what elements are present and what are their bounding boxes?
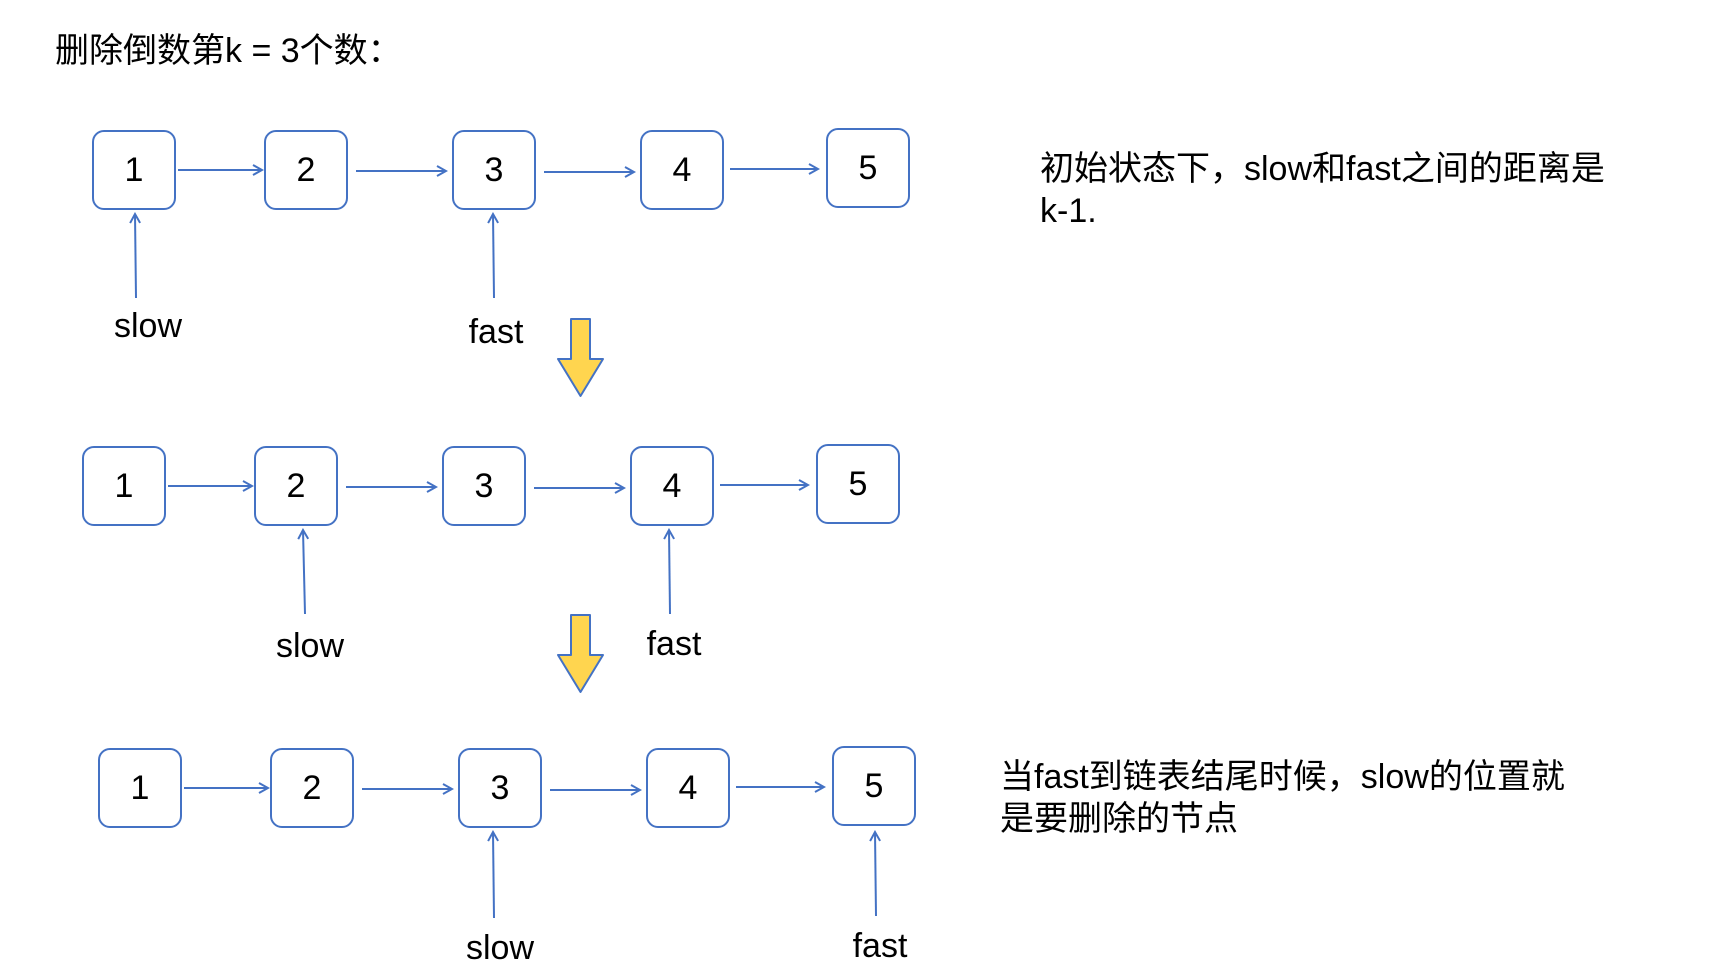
slow-pointer-label: slow (113, 307, 183, 345)
note-line: 当fast到链表结尾时候，slow的位置就 (1000, 758, 1565, 796)
slow-pointer-arrow (303, 530, 305, 615)
slow-pointer-arrow (493, 832, 494, 919)
node-1: 1 (82, 446, 166, 526)
fast-pointer-arrow (493, 214, 494, 299)
note-line: 是要删除的节点 (1000, 800, 1238, 838)
fast-pointer-label: fast (852, 927, 908, 965)
node-5: 5 (816, 444, 900, 524)
fast-pointer-arrow (669, 530, 670, 615)
slow-pointer-label: slow (275, 627, 345, 665)
down-step-arrow-icon (557, 318, 604, 397)
node-2: 2 (254, 446, 338, 526)
down-step-arrow-icon (557, 614, 604, 693)
node-3: 3 (458, 748, 542, 828)
node-3: 3 (452, 130, 536, 210)
node-5: 5 (826, 128, 910, 208)
fast-pointer-arrow (875, 832, 876, 917)
fast-pointer-label: fast (646, 625, 702, 663)
node-3: 3 (442, 446, 526, 526)
slow-pointer-label: slow (465, 929, 535, 967)
diagram-title: 删除倒数第k = 3个数： (55, 32, 402, 70)
node-4: 4 (646, 748, 730, 828)
note-final: 当fast到链表结尾时候，slow的位置就 是要删除的节点 (1000, 756, 1565, 840)
node-2: 2 (264, 130, 348, 210)
note-initial: 初始状态下，slow和fast之间的距离是 k-1. (1040, 148, 1605, 232)
node-1: 1 (92, 130, 176, 210)
node-2: 2 (270, 748, 354, 828)
fast-pointer-label: fast (468, 313, 524, 351)
note-line: 初始状态下，slow和fast之间的距离是 (1040, 150, 1605, 188)
node-4: 4 (640, 130, 724, 210)
node-1: 1 (98, 748, 182, 828)
note-line: k-1. (1040, 192, 1097, 230)
node-5: 5 (832, 746, 916, 826)
node-4: 4 (630, 446, 714, 526)
slow-pointer-arrow (135, 214, 136, 299)
